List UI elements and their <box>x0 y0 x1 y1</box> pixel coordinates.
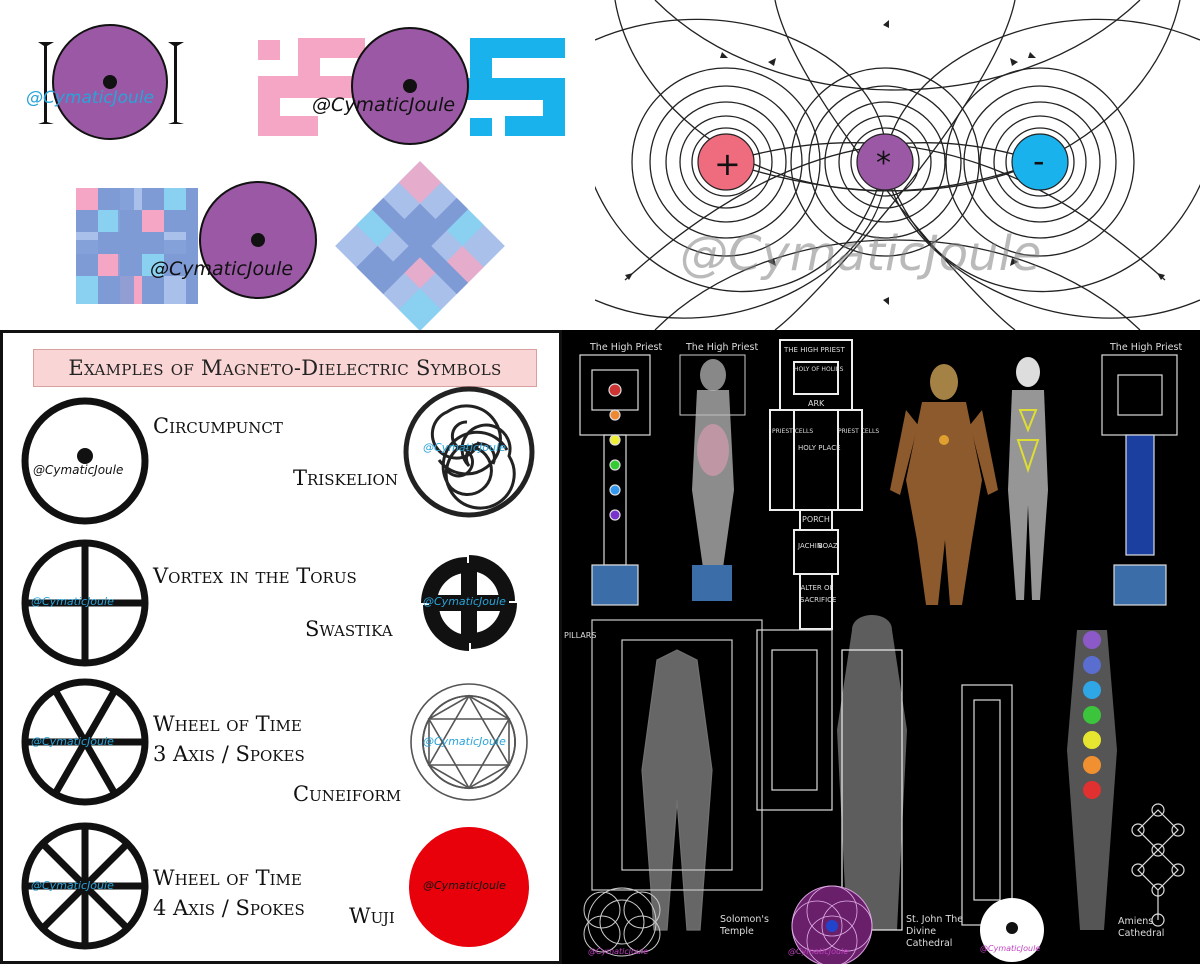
watermark-text: @CymaticJoule <box>31 879 114 892</box>
wuji-label: Wuji <box>349 904 395 928</box>
positive-pole-icon <box>697 133 755 191</box>
pillars-caption: PILLARS <box>564 631 597 640</box>
top-left-symbols-panel: @CymaticJoule @CymaticJoule @CymaticJoul… <box>0 0 595 330</box>
wheel-3-axis-label-line2: 3 Axis / Spokes <box>153 742 305 766</box>
negative-pole-icon <box>1011 133 1069 191</box>
watermark-text: @CymaticJoule <box>31 595 114 608</box>
watermark-text: @CymaticJoule <box>312 94 456 116</box>
alter-of-sacrifice-caption: ALTER OF SACRIFICE <box>800 584 837 604</box>
amiens-cathedral-caption: Amiens Cathedral <box>1118 916 1165 939</box>
watermark-text: @CymaticJoule <box>150 258 294 280</box>
checker-square-icon <box>76 188 198 304</box>
st-john-cathedral-caption: St. John The Divine Cathedral <box>906 914 964 949</box>
swastika-icon <box>421 555 517 651</box>
watermark-text: @CymaticJoule <box>423 595 506 608</box>
wheel-4-axis-label-line1: Wheel of Time <box>153 866 302 890</box>
vortex-in-torus-label: Vortex in the Torus <box>153 564 357 588</box>
colored-symbols-graphic <box>38 24 565 330</box>
field-lines-diagram <box>595 0 1200 330</box>
symbols-title-box: Examples of Magneto-Dielectric Symbols <box>33 349 537 387</box>
temple-header-caption: THE HIGH PRIEST <box>784 346 845 354</box>
plus-pole-label: + <box>714 145 741 183</box>
wheel-of-time-3-axis-icon <box>21 678 149 806</box>
flower-circles-icon <box>583 887 661 957</box>
magneto-dielectric-symbols-panel: Examples of Magneto-Dielectric Symbols <box>0 330 562 964</box>
tree-of-life-icon <box>1131 803 1185 927</box>
watermark-text: @CymaticJoule <box>588 947 649 956</box>
wheel-of-time-4-axis-icon <box>21 822 149 950</box>
ark-caption: ARK <box>808 399 825 408</box>
circumpunct-icon <box>21 397 149 525</box>
swastika-label: Swastika <box>305 617 393 641</box>
neutral-pole-icon <box>856 133 914 191</box>
holy-place-caption: HOLY PLACE <box>798 444 841 452</box>
watermark-text: @CymaticJoule <box>788 947 849 956</box>
vortex-in-torus-icon <box>21 539 149 667</box>
priest-cells-right-caption: PRIEST CELLS <box>838 428 880 435</box>
watermark-text: @CymaticJoule <box>31 735 114 748</box>
watermark-text: @CymaticJoule <box>423 879 506 892</box>
high-priest-caption-1: The High Priest <box>590 342 663 353</box>
field-lines-panel: + * - @CymaticJoule <box>595 0 1200 330</box>
minus-pole-label: - <box>1033 142 1045 180</box>
watermark-text: @CymaticJoule <box>980 944 1041 953</box>
wheel-4-axis-label-line2: 4 Axis / Spokes <box>153 896 305 920</box>
center-pole-label: * <box>876 146 891 181</box>
circumpunct-101-icon <box>38 24 184 140</box>
watermark-text: @CymaticJoule <box>33 463 124 477</box>
st-john-cathedral-figure <box>837 615 907 931</box>
circumpunct-white-icon <box>980 898 1044 962</box>
amiens-cathedral-figure <box>961 684 1013 926</box>
cathedral-floorplan-figure <box>756 629 833 811</box>
purple-circumpunct-center-icon <box>351 27 469 145</box>
holy-of-holies-caption: HOLY OF HOLIES <box>794 366 844 373</box>
muscle-anatomy-figure <box>890 364 998 605</box>
collage-graphic <box>579 339 1185 964</box>
high-priest-diagram-3 <box>1101 354 1178 606</box>
priest-cells-left-caption: PRIEST CELLS <box>772 428 814 435</box>
high-priest-diagram-2 <box>679 354 746 601</box>
solomon-temple-caption: Solomon's Temple <box>720 914 769 937</box>
wuji-icon <box>409 827 529 947</box>
chakra-figure <box>1067 630 1117 930</box>
cuneiform-icon <box>410 683 528 801</box>
watermark-text: @CymaticJoule <box>423 735 506 748</box>
high-priest-diagram-1 <box>579 354 651 606</box>
circumpunct-label: Circumpunct <box>153 414 283 438</box>
high-priest-caption-3: The High Priest <box>1110 342 1183 353</box>
symbols-drawing <box>21 386 535 950</box>
jachin-caption: JACHIN <box>798 542 823 550</box>
boaz-caption: BOAZ <box>818 542 838 550</box>
tree-of-life-skeleton <box>1008 357 1048 600</box>
porch-caption: PORCH <box>802 515 830 524</box>
solomon-temple-plan <box>769 339 863 630</box>
wheel-3-axis-label-line1: Wheel of Time <box>153 712 302 736</box>
watermark-text: @CymaticJoule <box>423 441 506 454</box>
triskelion-label: Triskelion <box>293 466 398 490</box>
pink-swastika-icon <box>258 38 365 136</box>
cathedral-figure-1 <box>591 619 763 931</box>
watermark-text: @CymaticJoule <box>680 226 1042 282</box>
spirograph-icon <box>791 885 873 964</box>
triskelion-icon <box>403 386 535 518</box>
checker-diamond-icon <box>335 161 505 330</box>
cuneiform-label: Cuneiform <box>293 782 402 806</box>
anatomy-temple-collage-panel: The High Priest The High Priest THE HIGH… <box>562 330 1200 964</box>
symbols-title: Examples of Magneto-Dielectric Symbols <box>68 356 502 380</box>
purple-circumpunct-lower-icon <box>199 181 317 299</box>
watermark-text: @CymaticJoule <box>26 88 155 108</box>
high-priest-caption-2: The High Priest <box>686 342 759 353</box>
